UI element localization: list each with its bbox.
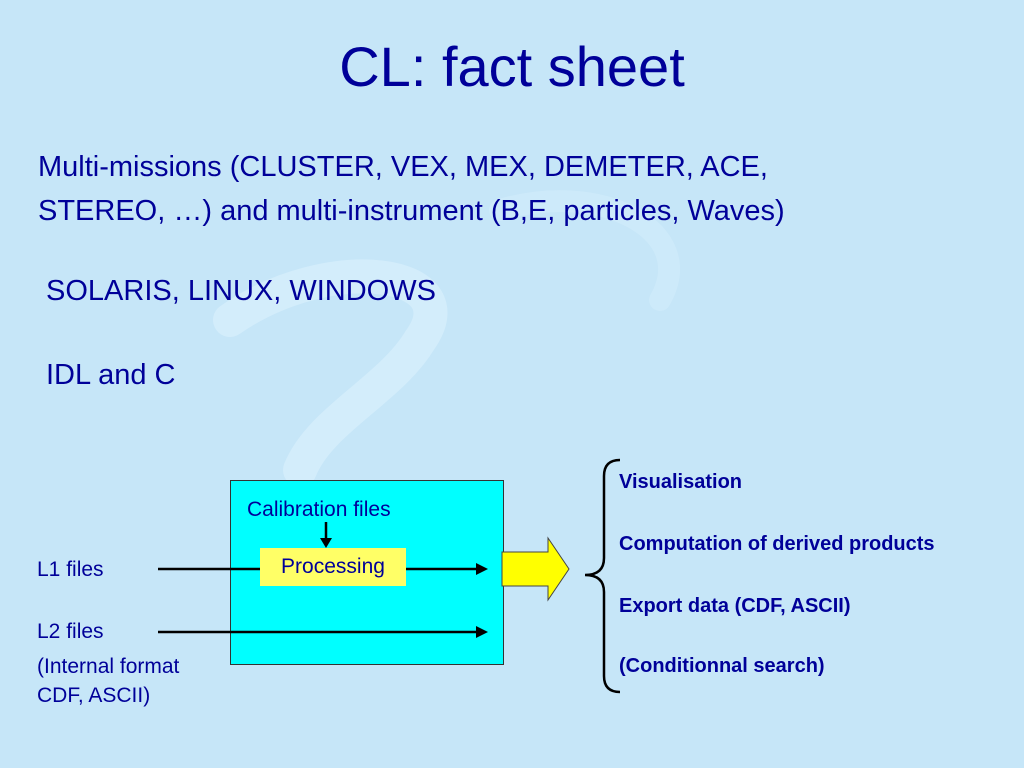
l2-arrow bbox=[158, 626, 488, 638]
l1-arrow bbox=[158, 563, 488, 575]
processing-label: Processing bbox=[260, 548, 406, 586]
output-conditional-search: (Conditionnal search) bbox=[619, 655, 825, 677]
slide-title: CL: fact sheet bbox=[339, 35, 685, 98]
format-note-line1: (Internal format bbox=[37, 655, 180, 678]
bullet-missions-line2: STEREO, …) and multi-instrument (B,E, pa… bbox=[38, 195, 785, 227]
output-visualisation: Visualisation bbox=[619, 471, 743, 493]
l2-files-label: L2 files bbox=[37, 620, 104, 643]
output-derived-products: Computation of derived products bbox=[619, 533, 935, 555]
l1-files-label: L1 files bbox=[37, 558, 104, 581]
output-block-arrow bbox=[501, 536, 570, 602]
output-brace bbox=[584, 458, 621, 694]
calibration-files-label: Calibration files bbox=[247, 498, 391, 521]
bullet-missions-line1: Multi-missions (CLUSTER, VEX, MEX, DEMET… bbox=[38, 151, 768, 183]
calibration-arrow bbox=[320, 522, 332, 548]
bullet-languages: IDL and C bbox=[46, 359, 176, 391]
bullet-platforms: SOLARIS, LINUX, WINDOWS bbox=[46, 275, 436, 307]
format-note-line2: CDF, ASCII) bbox=[37, 684, 151, 707]
output-export-data: Export data (CDF, ASCII) bbox=[619, 595, 851, 617]
